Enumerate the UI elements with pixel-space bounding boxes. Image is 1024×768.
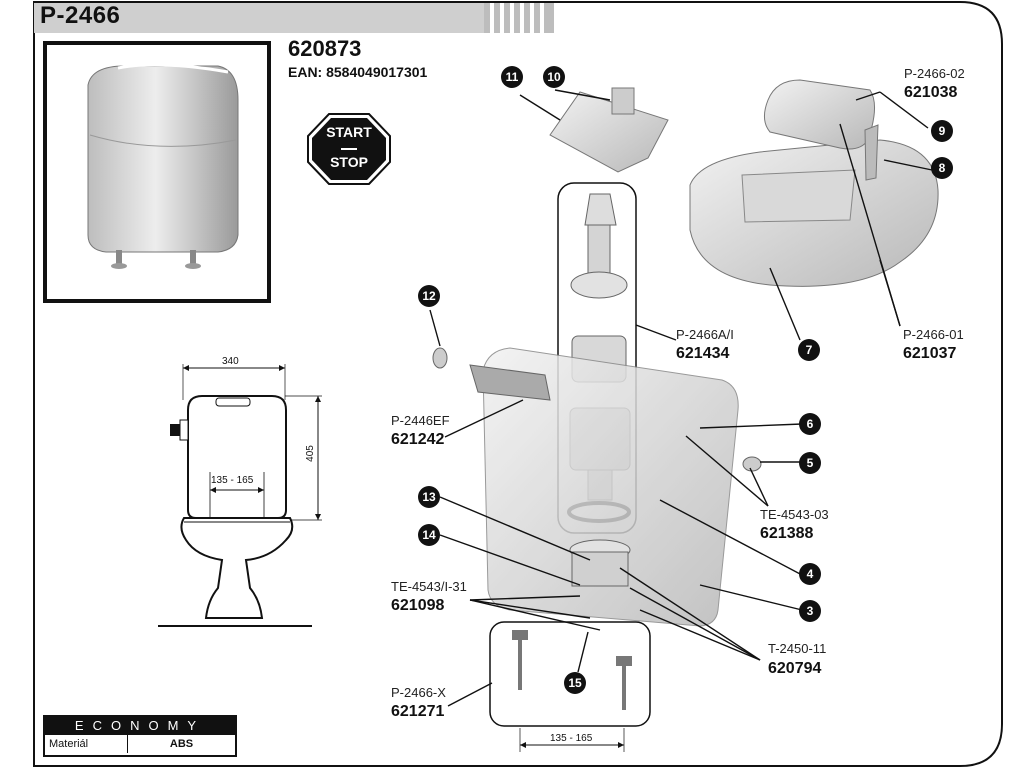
material-row: Materiál ABS — [45, 735, 235, 753]
sign-stop-text: STOP — [330, 154, 368, 170]
material-label: Materiál — [45, 735, 128, 753]
octagon-shape — [307, 113, 391, 185]
label-p2466-01-code: 621037 — [903, 345, 957, 362]
label-p2466a-code: 621434 — [676, 345, 730, 362]
sign-start-text: START — [326, 124, 372, 140]
page-title: P-2466 — [40, 2, 121, 29]
callout-3: 3 — [799, 600, 821, 622]
label-te4543-03-code: 621388 — [760, 525, 814, 542]
label-p2466-02-name: P-2466-02 — [904, 66, 965, 81]
callout-6: 6 — [799, 413, 821, 435]
label-t2450-name: T-2450-11 — [768, 641, 827, 656]
dim-width: 340 — [222, 356, 239, 367]
start-stop-sign: START STOP — [306, 112, 392, 186]
label-p2466a-name: P-2466A/I — [676, 327, 734, 342]
material-value: ABS — [169, 738, 194, 750]
callout-11: 11 — [501, 66, 523, 88]
label-te4543-i31-name: TE-4543/I-31 — [391, 579, 467, 594]
callout-8: 8 — [931, 157, 953, 179]
dim-range-bottom: 135 - 165 — [548, 733, 595, 744]
callout-15: 15 — [564, 672, 586, 694]
label-te4543-03-name: TE-4543-03 — [760, 507, 829, 522]
cistern-photo — [87, 63, 239, 269]
label-p2466x-name: P-2466-X — [391, 685, 446, 700]
label-te4543-i31-code: 621098 — [391, 597, 445, 614]
callout-14: 14 — [418, 524, 440, 546]
label-p2446ef-name: P-2446EF — [391, 413, 450, 428]
label-p2466x-code: 621271 — [391, 703, 445, 720]
callout-9: 9 — [931, 120, 953, 142]
economy-material-box: ECONOMY Materiál ABS — [43, 715, 237, 757]
callout-5: 5 — [799, 452, 821, 474]
label-p2446ef-code: 621242 — [391, 431, 445, 448]
label-p2466-02-code: 621038 — [904, 84, 958, 101]
callout-13: 13 — [418, 486, 440, 508]
toilet-dimension-drawing — [158, 364, 322, 627]
callout-12: 12 — [418, 285, 440, 307]
product-code: 620873 — [288, 36, 362, 61]
callout-10: 10 — [543, 66, 565, 88]
callout-7: 7 — [798, 339, 820, 361]
ean-code: EAN: 8584049017301 — [288, 64, 428, 80]
callout-4: 4 — [799, 563, 821, 585]
label-p2466-01-name: P-2466-01 — [903, 327, 964, 342]
dim-range-top: 135 - 165 — [211, 475, 254, 486]
economy-title: ECONOMY — [45, 717, 235, 735]
label-t2450-code: 620794 — [768, 660, 822, 677]
